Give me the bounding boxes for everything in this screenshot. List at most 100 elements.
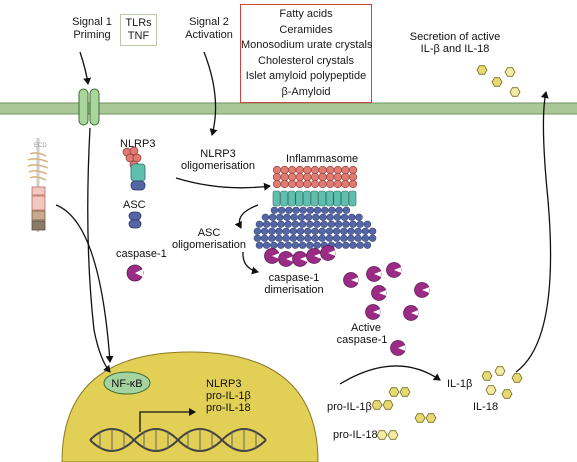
pro-il18-hexagon xyxy=(376,430,388,440)
pyd-domain xyxy=(333,172,342,182)
gene-pro-il18: pro-IL-18 xyxy=(206,402,251,414)
asc-domain xyxy=(335,206,343,214)
pyd-domain xyxy=(280,172,289,182)
asc-domain xyxy=(275,234,283,242)
asc-domain xyxy=(340,234,348,242)
asc-domain xyxy=(284,220,292,228)
pyd-domain xyxy=(341,172,350,182)
secretion-line2: IL-β and IL-18 xyxy=(421,43,490,55)
active-caspase1-notch xyxy=(411,310,419,316)
secreted-cytokine-hexagon xyxy=(491,77,503,87)
caspase1-notch xyxy=(300,256,308,262)
asc-domain xyxy=(318,227,326,235)
pyd-domain xyxy=(303,179,312,189)
asc-domain xyxy=(363,220,372,228)
pyd-domain xyxy=(341,165,350,175)
pyd-domain xyxy=(341,179,350,189)
asc-domain xyxy=(268,227,276,235)
asc-domain xyxy=(261,213,270,221)
secretion-line1: Secretion of active xyxy=(410,31,501,43)
asc-domain xyxy=(363,241,372,249)
asc-domain xyxy=(347,234,355,242)
nacht-domain xyxy=(348,190,357,207)
activator-1: Fatty acids xyxy=(279,8,333,20)
tlr-receptor xyxy=(78,88,100,126)
tlr-label: TLRs xyxy=(125,17,152,29)
nlrp3-monomer xyxy=(122,146,146,191)
asc-domain xyxy=(325,234,334,242)
asc-domain xyxy=(312,213,320,221)
asc-domain xyxy=(334,220,343,228)
pro-il18-label: pro-IL-18 xyxy=(333,429,378,441)
pyd-domain xyxy=(303,165,312,175)
asc-domain xyxy=(285,206,293,214)
secreted-cytokine-hexagon xyxy=(476,65,488,75)
pyd-domain xyxy=(333,165,342,175)
activator-2: Ceramides xyxy=(279,23,333,36)
asc-domain xyxy=(361,234,370,242)
caspase1-notch xyxy=(314,253,322,259)
pyd-domain xyxy=(348,172,358,182)
asc-domain xyxy=(253,234,262,242)
asc-domain xyxy=(342,206,351,214)
asc-domain xyxy=(277,241,285,249)
asc-domain xyxy=(349,220,357,228)
nacht-domain xyxy=(287,190,296,207)
asc-domain xyxy=(304,213,313,221)
nacht-domain xyxy=(303,190,311,207)
asc-domain xyxy=(368,234,377,242)
asc-domain xyxy=(253,227,262,235)
asc-domain xyxy=(368,227,377,235)
active-caspase1-notch xyxy=(422,287,430,293)
nlrp3-label: NLRP3 xyxy=(120,138,155,150)
asc-domain xyxy=(270,241,278,249)
pyd-domain xyxy=(272,165,282,175)
asc-domain xyxy=(255,220,264,228)
nacht-domain xyxy=(280,190,288,207)
asc-domain xyxy=(284,241,292,249)
mature-cytokine-hexagon xyxy=(494,366,506,376)
il18-label: IL-18 xyxy=(473,401,498,413)
active-caspase1-notch xyxy=(373,309,381,315)
activators-box: Fatty acids Ceramides Monosodium urate c… xyxy=(240,4,372,103)
tlr-tnf-box: TLRs TNF xyxy=(120,14,157,46)
signal1-line1: Signal 1 xyxy=(72,16,112,28)
signal2-line1: Signal 2 xyxy=(189,16,229,28)
pyd-domain xyxy=(295,165,304,175)
asc-domain xyxy=(291,241,300,249)
mature-cytokine-hexagon xyxy=(501,389,513,399)
casp-dimer-line1: caspase-1 xyxy=(269,272,320,284)
asc-domain xyxy=(332,227,341,235)
nlrp3-oligo-arrow xyxy=(175,177,271,191)
asc-domain xyxy=(332,234,341,242)
asc-domain xyxy=(306,241,314,249)
asc-domain xyxy=(321,206,329,214)
asc-oligo-line1: ASC xyxy=(198,227,221,239)
asc-domain xyxy=(327,220,336,228)
asc-domain xyxy=(354,234,362,242)
pyd-domain xyxy=(288,172,297,182)
pyd-domain xyxy=(295,179,304,189)
asc-domain xyxy=(356,220,364,228)
asc-domain xyxy=(277,220,285,228)
asc-domain xyxy=(311,227,319,235)
pro-il1b-hexagon xyxy=(425,413,437,423)
mature-cytokine-hexagon xyxy=(485,385,497,395)
asc-domain xyxy=(313,206,322,214)
asc-domain xyxy=(356,241,364,249)
asc-domain xyxy=(282,234,290,242)
tnf-label: TNF xyxy=(127,30,150,42)
asc-domain xyxy=(296,234,305,242)
asc-monomer xyxy=(128,211,142,229)
casp-dimer-line2: dimerisation xyxy=(264,284,323,296)
asc-domain xyxy=(320,220,328,228)
asc-domain xyxy=(297,213,306,221)
active-casp-line2: caspase-1 xyxy=(337,334,388,346)
asc-domain xyxy=(304,234,312,242)
activator-5: Islet amyloid polypeptide xyxy=(245,70,367,82)
asc-domain xyxy=(289,234,298,242)
asc-oligo-line2: oligomerisation xyxy=(172,239,246,251)
active-casp-line1: Active xyxy=(351,322,381,334)
nacht-domain xyxy=(272,190,281,207)
